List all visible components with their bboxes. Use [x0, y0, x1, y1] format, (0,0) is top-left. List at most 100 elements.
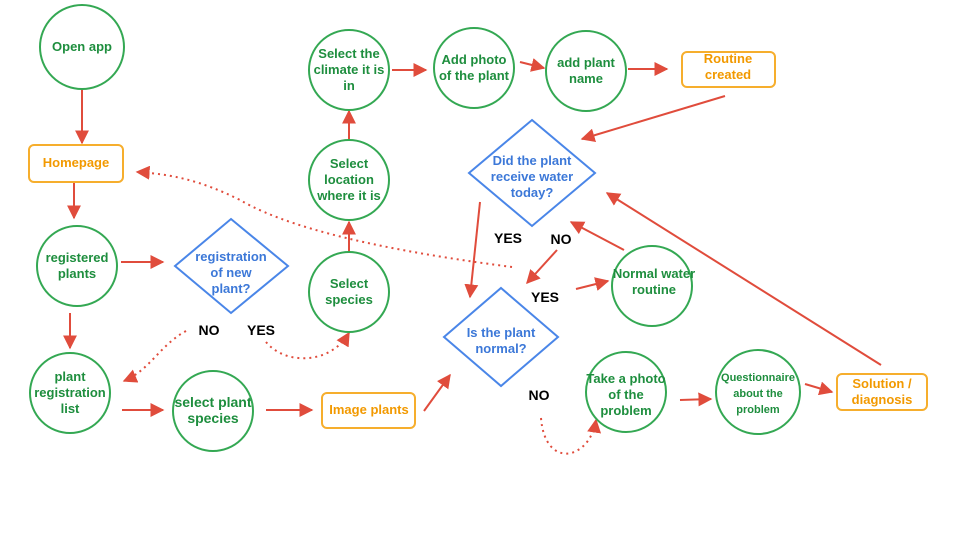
node-label-line: of the plant [439, 68, 510, 83]
arrow-routine-to-water-question-back [569, 221, 625, 251]
node-label-line: created [705, 67, 751, 82]
node-label-line: Select the [318, 46, 379, 61]
label-water-yes: YES [494, 230, 522, 246]
node-solution-diagnosis: Solution /diagnosis [836, 373, 928, 411]
node-label-line: registration [195, 249, 267, 264]
svg-text:Open app: Open app [52, 39, 112, 54]
node-label-line: problem [736, 404, 780, 416]
node-label-line: Select [330, 276, 369, 291]
node-label-line: today? [511, 185, 554, 200]
node-label-line: where it is [316, 188, 381, 203]
node-label-line: Did the plant [493, 153, 572, 168]
arrow-routine-to-water-question [580, 95, 726, 143]
arrow-add-photo-to-name [519, 58, 546, 72]
svg-text:Image plants: Image plants [329, 402, 408, 417]
node-label-line: routine [632, 282, 676, 297]
node-label-line: species [187, 410, 239, 426]
node-label-line: Normal water [613, 266, 695, 281]
arrow-image-plants-to-normal [423, 373, 451, 412]
node-label-line: registered [46, 250, 109, 265]
node-label-line: of the [608, 387, 643, 402]
node-label-line: problem [600, 403, 651, 418]
label-normal-no: NO [529, 387, 550, 403]
node-label-line: Routine [704, 51, 752, 66]
label-registration-yes: YES [247, 322, 275, 338]
svg-text:Solution /diagnosis: Solution /diagnosis [852, 376, 913, 407]
node-label-line: species [325, 292, 373, 307]
node-label-line: plant [54, 369, 86, 384]
node-label-line: Image plants [329, 402, 408, 417]
node-label-line: normal? [475, 341, 526, 356]
node-label-line: of new [210, 265, 252, 280]
arrow-solution-to-water-question [605, 192, 882, 366]
node-label-line: diagnosis [852, 392, 913, 407]
node-label-line: receive water [491, 169, 573, 184]
arrow-water-yes-to-normal [464, 201, 481, 299]
node-label-line: Solution / [852, 376, 912, 391]
node-questionnaire: Questionnaire about the problem [715, 349, 801, 435]
arrow-photo-to-questionnaire [679, 392, 713, 407]
node-label-line: Select [330, 156, 369, 171]
arrow-normal-no-to-take-photo [540, 417, 602, 455]
arrow-no-to-plant-list [122, 330, 187, 383]
node-label-line: list [61, 401, 80, 416]
node-label-line: Homepage [43, 155, 109, 170]
arrow-yes-to-select-species [265, 331, 350, 360]
label-registration-no: NO [199, 322, 220, 338]
svg-text:Homepage: Homepage [43, 155, 109, 170]
node-label-line: select plant [174, 394, 251, 410]
node-label-line: Open app [52, 39, 112, 54]
node-label-line: registration [34, 385, 106, 400]
node-label-line: Add photo [442, 52, 507, 67]
node-homepage: Homepage [28, 144, 124, 183]
label-water-no: NO [551, 231, 572, 247]
node-label-line: Is the plant [467, 325, 536, 340]
node-label-line: about the [733, 388, 783, 400]
node-label-line: in [343, 78, 355, 93]
node-label-line: add plant [557, 55, 615, 70]
arrow-water-no-to-normal-yes [526, 249, 558, 285]
label-normal-yes: YES [531, 289, 559, 305]
arrow-questionnaire-to-solution [804, 381, 834, 396]
node-label-line: name [569, 71, 603, 86]
node-image-plants: Image plants [321, 392, 416, 429]
node-open-app: Open app [39, 4, 125, 90]
node-label-line: Questionnaire [721, 372, 795, 384]
arrow-normal-yes-to-routine [575, 277, 610, 291]
node-label-line: plant? [212, 281, 251, 296]
node-label-line: climate it is [314, 62, 385, 77]
node-label-line: location [324, 172, 374, 187]
node-label-line: Take a photo [586, 371, 665, 386]
node-label-line: plants [58, 266, 96, 281]
